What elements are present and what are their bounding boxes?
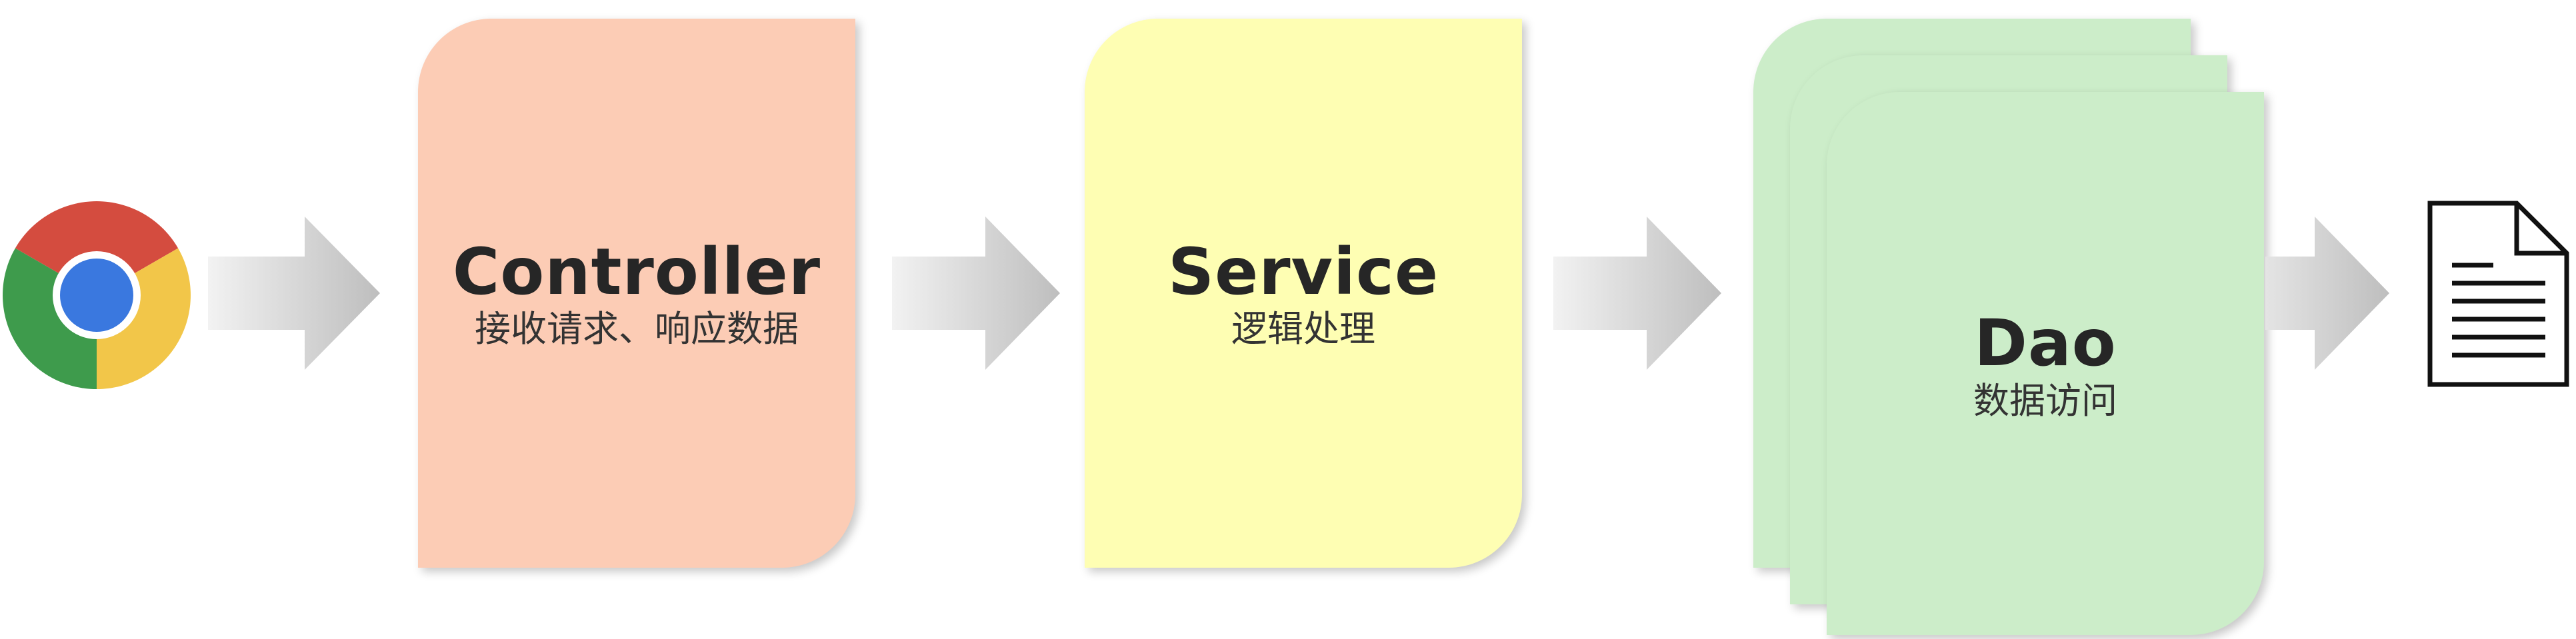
controller-layer-card: Controller 接收请求、响应数据 — [418, 19, 855, 568]
service-layer-card: Service 逻辑处理 — [1085, 19, 1522, 568]
controller-title: Controller — [452, 235, 821, 309]
controller-subtitle: 接收请求、响应数据 — [475, 308, 799, 350]
flow-arrow-2 — [892, 217, 1060, 370]
dao-layer-card: Dao 数据访问 — [1827, 92, 2264, 635]
flow-arrow-1 — [208, 217, 380, 370]
service-subtitle: 逻辑处理 — [1231, 308, 1375, 350]
chrome-browser-icon — [0, 199, 193, 392]
dao-subtitle: 数据访问 — [1973, 380, 2117, 422]
document-file-icon — [2427, 200, 2573, 388]
service-title: Service — [1167, 235, 1439, 309]
dao-title: Dao — [1974, 306, 2117, 380]
flow-arrow-4 — [2265, 217, 2389, 370]
flow-arrow-3 — [1553, 217, 1721, 370]
